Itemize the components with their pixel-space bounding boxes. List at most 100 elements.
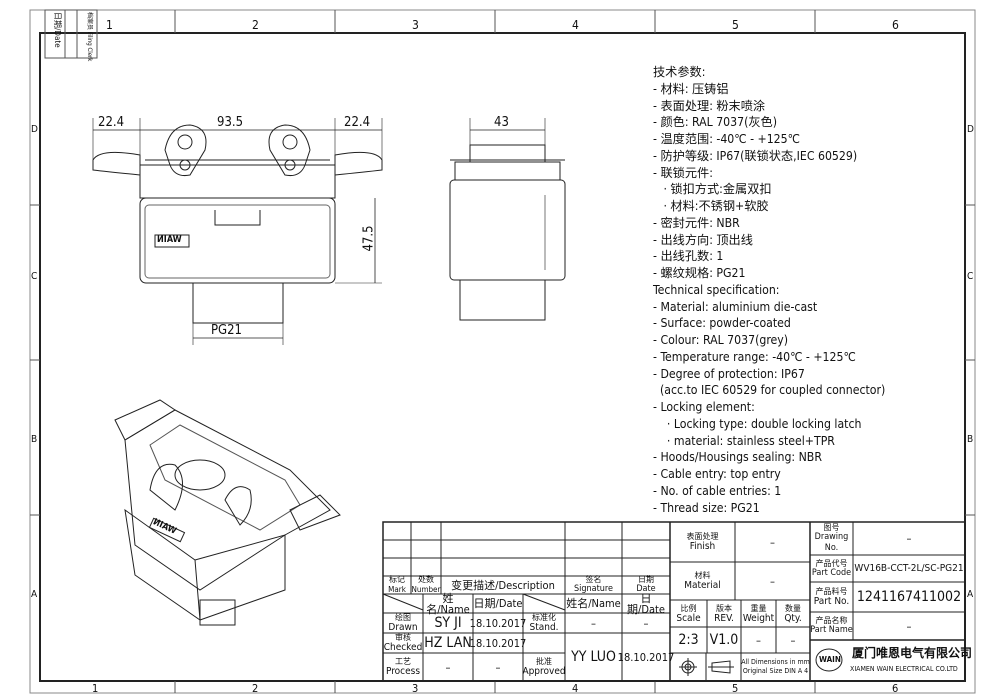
- dim-right-ear: 22.4: [344, 115, 371, 130]
- part-name-value: –: [906, 619, 912, 633]
- date-header-3: 日期/Date: [627, 591, 665, 616]
- spec-line: - Hoods/Housings sealing: NBR: [653, 450, 822, 465]
- label-zh: 审核: [395, 633, 411, 642]
- row-label-c-right: C: [967, 271, 974, 282]
- spec-line: - 出线方向: 顶出线: [653, 232, 753, 247]
- spec-line: - 表面处理: 粉末喷涂: [653, 98, 766, 113]
- dim-side-width: 43: [494, 115, 509, 130]
- rev-value: V1.0: [709, 631, 739, 648]
- spec-line: 技术参数:: [653, 65, 706, 79]
- spec-line: - 螺纹规格: PG21: [653, 266, 746, 280]
- label-en: REV.: [714, 612, 734, 624]
- label-en: Checked: [383, 642, 423, 653]
- row-label-a-right: A: [967, 589, 974, 600]
- label-en: Stand.: [529, 622, 559, 633]
- spec-line: · 材料:不锈钢+软胶: [653, 199, 769, 213]
- corner-date-box: 日期/Date: [53, 12, 62, 48]
- label-en: Approved: [522, 666, 566, 677]
- name-header: 姓名/Name: [426, 591, 470, 616]
- spec-line: - Colour: RAL 7037(grey): [653, 333, 789, 347]
- front-view: [92, 118, 383, 345]
- drawn-name: SY JI: [434, 614, 462, 631]
- side-view: [449, 118, 566, 321]
- spec-line: - Degree of protection: IP67: [653, 366, 805, 381]
- label-zh: 重量: [750, 603, 767, 613]
- process-name: –: [445, 660, 451, 674]
- spec-line: - Material: aluminium die-cast: [653, 299, 818, 314]
- label-zh: 绘图: [395, 613, 411, 622]
- label-en: Finish: [689, 541, 716, 552]
- spec-line: - Surface: powder-coated: [653, 316, 791, 331]
- finish-value: –: [770, 535, 775, 549]
- row-label-d: D: [31, 124, 38, 135]
- weight-value: –: [756, 633, 761, 647]
- spec-line: - Thread size: PG21: [653, 500, 760, 515]
- label-zh: 比例: [680, 603, 697, 613]
- company-logo: WAIN: [819, 655, 841, 664]
- dim-height: 47.5: [361, 225, 377, 252]
- label-zh: 产品名称: [815, 616, 848, 625]
- label-en: Drawn: [388, 622, 418, 633]
- column-label-4-bottom: 4: [572, 682, 579, 695]
- outer-frame: [29, 9, 976, 694]
- scale-value: 2:3: [678, 631, 699, 648]
- spec-line: - 温度范围: -40℃ - +125℃: [653, 132, 800, 146]
- spec-line: - 颜色: RAL 7037(灰色): [653, 115, 778, 130]
- stand-name: –: [591, 616, 596, 630]
- label-zh: 产品代号: [815, 558, 848, 568]
- approved-date: 18.10.2017: [617, 650, 675, 664]
- label-zh: 工艺: [395, 657, 411, 666]
- spec-line: · 锁扣方式:金属双扣: [653, 182, 772, 197]
- name-header-2: 姓名/Name: [566, 597, 621, 610]
- column-label-3: 3: [412, 18, 419, 32]
- column-label-6: 6: [892, 18, 899, 32]
- label-zh: 版本: [716, 603, 732, 613]
- column-label-6-bottom: 6: [892, 682, 899, 695]
- units-note: All Dimensions in mm: [741, 658, 810, 666]
- row-label-b-right: B: [967, 434, 974, 445]
- spec-line: - Locking element:: [653, 400, 755, 414]
- checked-name: HZ LAN: [424, 634, 472, 651]
- row-label-b: B: [31, 434, 38, 445]
- description-header: 变更描述/Description: [441, 576, 565, 594]
- column-label-5: 5: [732, 18, 739, 32]
- row-label-d-right: D: [967, 124, 974, 135]
- date-header-2: 日期/Date: [473, 597, 523, 610]
- spec-line: - 密封元件: NBR: [653, 215, 740, 230]
- label-en: Signature: [573, 584, 614, 594]
- isometric-view: [114, 399, 341, 626]
- spec-line: - 防护等级: IP67(联锁状态,IEC 60529): [653, 148, 858, 163]
- size-note: Original Size DIN A 4: [742, 667, 809, 675]
- approved-name: YY LUO: [571, 648, 616, 665]
- spec-line: - 联锁元件:: [653, 165, 713, 180]
- dim-left-ear: 22.4: [98, 115, 125, 130]
- front-part-logo: WAIN: [157, 235, 182, 245]
- column-label-4: 4: [572, 18, 579, 32]
- label-zh: 产品料号: [815, 587, 848, 596]
- spec-line: - 材料: 压铸铝: [653, 81, 729, 96]
- label-zh: 标记: [389, 575, 405, 584]
- drawn-date: 18.10.2017: [469, 616, 527, 630]
- part-no-value: 1241167411002: [856, 588, 962, 605]
- label: 变更描述/Description: [451, 578, 555, 592]
- technical-specification: 技术参数: - 材料: 压铸铝 - 表面处理: 粉末喷涂 - 颜色: RAL 7…: [653, 64, 885, 516]
- company-name-zh: 厦门唯恩电气有限公司: [852, 646, 973, 660]
- spec-line: · Locking type: double locking latch: [653, 416, 862, 431]
- qty-value: –: [790, 633, 796, 647]
- dim-width: 93.5: [217, 115, 244, 130]
- spec-line: - Temperature range: -40℃ - +125℃: [653, 349, 856, 364]
